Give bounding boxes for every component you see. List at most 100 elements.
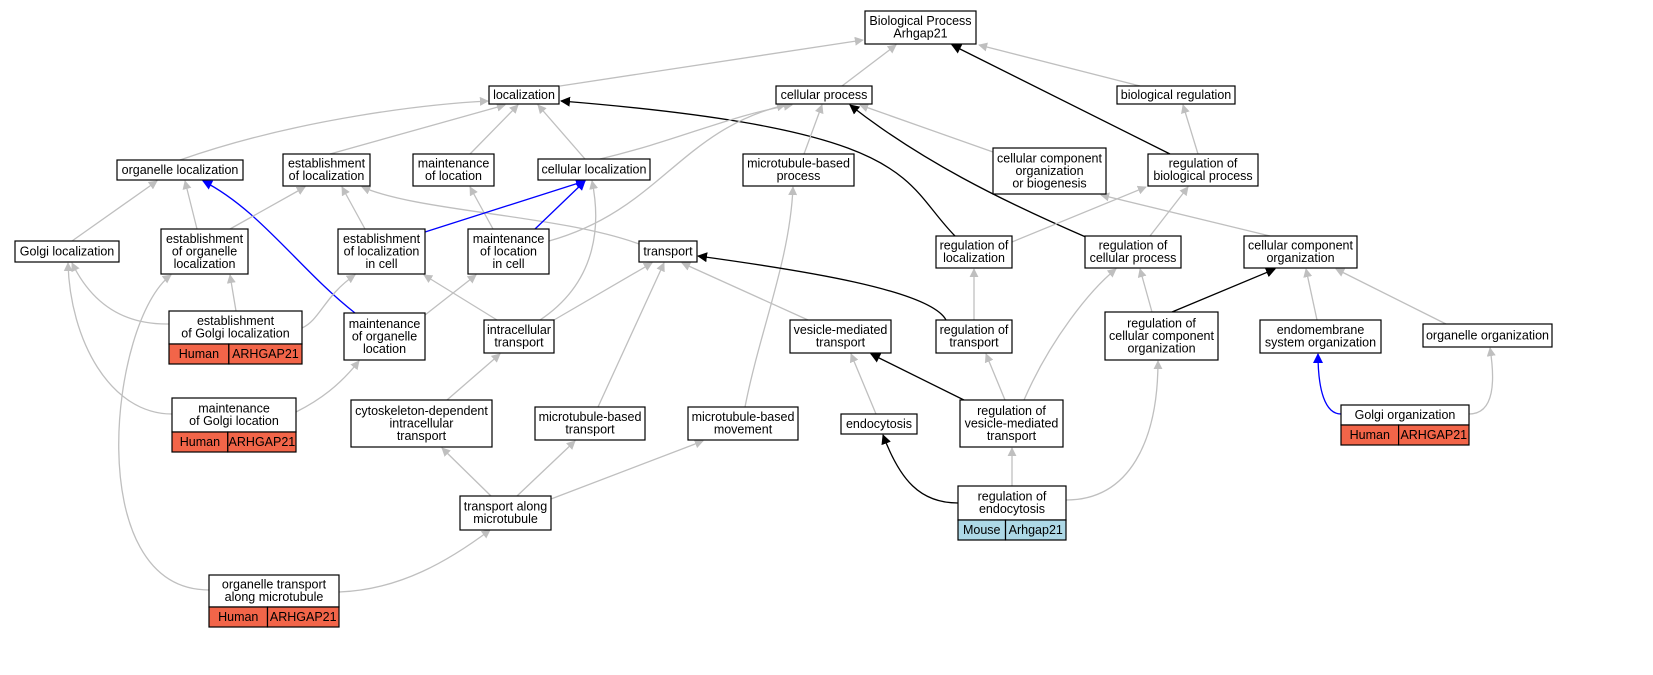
node-label: of organelle	[172, 244, 237, 258]
edge-establishment-of-localization-in-cell-to-establishment-of-localization	[341, 186, 366, 230]
node-label: regulation of	[1169, 157, 1238, 171]
edge-cellular-localization-to-cellular-process	[599, 101, 793, 160]
node-box	[742, 153, 855, 187]
edge-maintenance-of-organelle-location-to-organelle-localization	[202, 180, 356, 314]
node-box	[1243, 235, 1358, 269]
edge-regulation-of-vesicle-mediated-transport-to-regulation-of-cellular-process	[1023, 268, 1117, 401]
node-organelle-organization[interactable]: organelle organization	[1422, 323, 1553, 348]
edge-establishment-of-organelle-localization-to-establishment-of-localization	[229, 186, 306, 230]
edge-regulation-of-biological-process-to-biological-regulation	[1181, 104, 1199, 155]
edges-layer	[63, 36, 1496, 593]
node-box	[1116, 85, 1236, 105]
edge-organelle-transport-along-microtubule-to-transport-along-microtubule	[338, 529, 491, 593]
node-box	[864, 10, 977, 45]
node-box	[350, 399, 493, 448]
gene-label: ARHGAP21	[270, 610, 337, 624]
node-label: location	[363, 342, 406, 356]
node-box	[343, 312, 426, 361]
node-box	[1259, 319, 1382, 354]
edge-intracellular-transport-to-transport	[553, 262, 653, 321]
node-label: regulation of	[1127, 316, 1196, 330]
edge-cellular-component-org-biogenesis-to-cellular-process	[859, 103, 994, 153]
gene-cell	[1397, 424, 1470, 446]
node-box	[789, 319, 892, 354]
node-label: organelle organization	[1426, 328, 1549, 342]
edge-cellular-process-to-root	[841, 44, 897, 87]
edge-maintenance-of-location-in-cell-to-maintenance-of-location	[469, 186, 494, 230]
node-endocytosis[interactable]: endocytosis	[840, 413, 918, 435]
edge-establishment-of-golgi-localization-to-golgi-localization	[71, 262, 170, 325]
node-label: along microtubule	[225, 590, 324, 604]
edge-golgi-localization-to-organelle-localization	[71, 180, 158, 242]
node-box	[935, 319, 1013, 354]
node-label: process	[777, 169, 821, 183]
node-label: or biogenesis	[1012, 176, 1086, 190]
edge-maintenance-of-golgi-location-to-golgi-localization	[63, 262, 173, 415]
gene-cell	[266, 606, 340, 628]
node-box	[412, 153, 495, 187]
node-label: localization	[943, 251, 1005, 265]
node-label: maintenance	[418, 157, 490, 171]
node-label: system organization	[1265, 336, 1376, 350]
node-transport[interactable]: transport	[638, 240, 698, 263]
node-golgi-localization[interactable]: Golgi localization	[14, 240, 120, 263]
edge-regulation-of-transport-to-transport	[697, 252, 947, 321]
node-label: biological regulation	[1121, 88, 1232, 102]
node-label: Golgi localization	[20, 244, 115, 258]
edge-regulation-of-localization-to-regulation-of-biological-process	[1011, 185, 1147, 243]
node-box	[160, 228, 249, 275]
species-label: Human	[179, 347, 219, 361]
node-label: transport along	[464, 500, 547, 514]
node-label: in cell	[366, 257, 398, 271]
node-cytoskeleton-dependent-intracellular-transport[interactable]: cytoskeleton-dependentintracellulartrans…	[350, 399, 493, 448]
node-localization[interactable]: localization	[488, 85, 560, 105]
gene-cell	[228, 343, 303, 365]
edge-maintenance-of-location-in-cell-to-cellular-localization	[534, 180, 586, 230]
edge-transport-along-microtubule-to-cytoskeleton-dependent-intracellular-transport	[441, 447, 492, 497]
node-organelle-localization[interactable]: organelle localization	[116, 159, 244, 181]
node-biological-regulation[interactable]: biological regulation	[1116, 85, 1236, 105]
node-label: organelle transport	[222, 578, 327, 592]
node-label: of organelle	[352, 329, 417, 343]
edge-maintenance-of-golgi-location-to-maintenance-of-organelle-location	[295, 360, 360, 413]
node-label: transport	[949, 336, 999, 350]
node-cellular-process[interactable]: cellular process	[775, 85, 873, 105]
node-label: cellular localization	[542, 162, 647, 176]
node-cellular-localization[interactable]: cellular localization	[537, 158, 651, 181]
edge-maintenance-of-location-in-cell-to-cellular-process	[548, 102, 786, 242]
edge-localization-to-root	[559, 36, 864, 87]
edge-vesicle-mediated-transport-to-transport	[681, 262, 809, 321]
node-box	[14, 240, 120, 263]
node-box	[171, 397, 297, 433]
edge-transport-along-microtubule-to-microtubule-based-movement	[550, 439, 704, 500]
node-box	[840, 413, 918, 435]
